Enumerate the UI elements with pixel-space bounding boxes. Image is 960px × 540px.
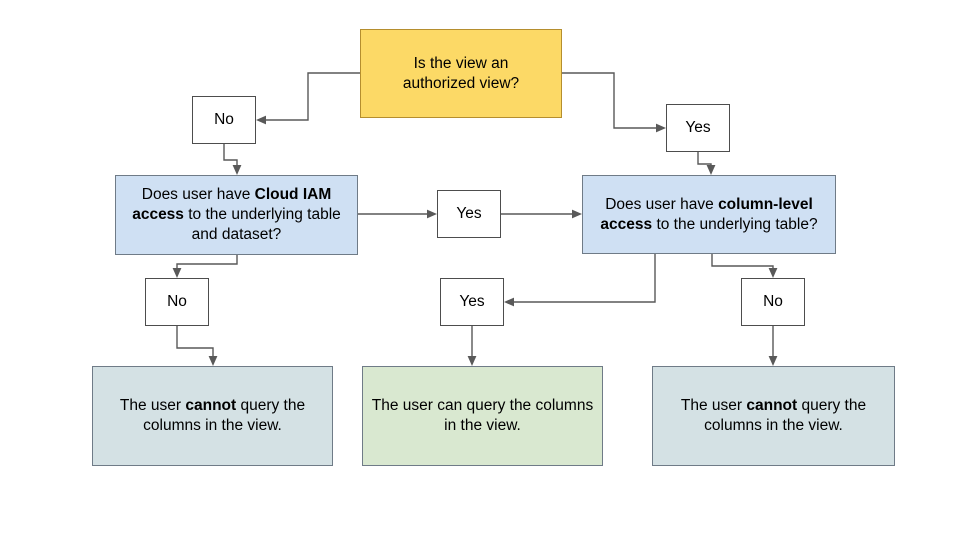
node-outcome-can-query[interactable]: The user can query the columns in the vi… (362, 366, 603, 466)
node-outcome-cannot-query-right[interactable]: The user cannot query the columns in the… (652, 366, 895, 466)
edge-no-right-to-result-right (768, 326, 778, 366)
node-outcome-can-query-label: The user can query the columns in the vi… (371, 397, 594, 434)
edge-no-left-to-result-left (176, 326, 218, 366)
edge-yes-mid-to-question-right (501, 209, 582, 219)
node-outcome-cannot-query-left[interactable]: The user cannot query the columns in the… (92, 366, 333, 466)
node-question-column-level-access[interactable]: Does user have column-level access to th… (582, 175, 836, 254)
edge-root-to-yes-top (562, 72, 666, 133)
edge-root-to-no-top (256, 72, 360, 125)
node-question-cloud-iam-access[interactable]: Does user have Cloud IAM access to the u… (115, 175, 358, 255)
node-branch-no-top-label: No (214, 111, 234, 129)
node-branch-no-left-label: No (167, 293, 187, 311)
edge-question-right-to-yes-low (504, 254, 656, 307)
node-branch-no-right[interactable]: No (741, 278, 805, 326)
node-outcome-cannot-query-right-label: The user cannot query the columns in the… (680, 397, 867, 434)
edge-no-top-to-question-left (223, 144, 242, 175)
node-question-column-level-access-label: Does user have column-level access to th… (600, 195, 818, 233)
node-branch-no-top[interactable]: No (192, 96, 256, 144)
edge-question-right-to-no-right (711, 254, 778, 278)
node-branch-yes-lower[interactable]: Yes (440, 278, 504, 326)
node-branch-yes-middle-label: Yes (456, 205, 482, 223)
node-branch-yes-lower-label: Yes (459, 293, 485, 311)
edge-question-left-to-yes-mid (358, 209, 437, 219)
node-branch-yes-top-label: Yes (685, 119, 711, 137)
node-branch-no-left[interactable]: No (145, 278, 209, 326)
node-branch-yes-top[interactable]: Yes (666, 104, 730, 152)
edge-yes-low-to-result-middle (467, 326, 477, 366)
node-outcome-cannot-query-left-label: The user cannot query the columns in the… (119, 397, 306, 434)
node-branch-yes-middle[interactable]: Yes (437, 190, 501, 238)
node-question-cloud-iam-access-label: Does user have Cloud IAM access to the u… (132, 186, 341, 243)
node-branch-no-right-label: No (763, 293, 783, 311)
edge-yes-top-to-question-right (697, 152, 716, 175)
edge-question-left-to-no-left (172, 255, 238, 278)
